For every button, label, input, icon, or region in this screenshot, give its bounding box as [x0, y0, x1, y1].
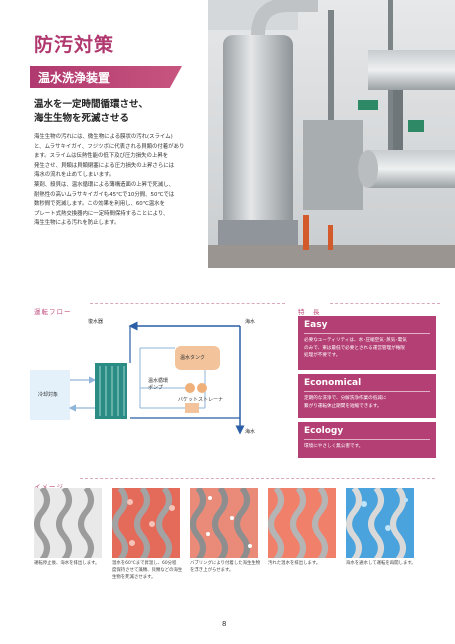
caption-line: 海水を通水して運転を再開します。 — [346, 561, 416, 566]
body-line: 海生生物による汚れを防止します。 — [34, 220, 120, 227]
caption-step-3: バブリングにより付着した海生生物 を浮き上がらせます。 — [190, 560, 262, 574]
body-line: 薬剤、殺貝は、温水循環による薄構造面の上昇で死滅し、 — [34, 181, 174, 188]
equipment-photo — [208, 0, 455, 268]
image-step-4 — [268, 488, 336, 558]
body-line: プレート式熱交換器内に一定時間保持することにより、 — [34, 210, 169, 217]
image-step-1 — [34, 488, 102, 558]
body-line: 耐熱性の高いムラサキイガイも45℃で10分間、50℃では — [34, 191, 175, 198]
feature-text: 処理が不要です。 — [304, 353, 341, 358]
feature-economical: Economical 定期的な洗浄で、分解洗浄作業の低減に 繋がり運転休止期間を… — [298, 374, 436, 418]
image-step-3 — [190, 488, 258, 558]
body-line: 発生させ、貝類は貝類閉塞による圧力損失の上昇さらには — [34, 162, 174, 169]
feature-title: Ecology — [304, 426, 344, 436]
feature-easy: Easy 必要なユーティリティは、水･圧縮空気･蒸気･電気 のみで、東は最低で必… — [298, 316, 436, 370]
divider — [90, 303, 285, 304]
body-line: と、ムラサキイガイ、フジツボに代表される貝類の付着があり — [34, 143, 185, 150]
image-label: イメージ — [34, 483, 64, 491]
hot-tank-label: 温水タンク — [180, 355, 206, 361]
body-line: 海水の流れを止めてしまいます。 — [34, 172, 115, 179]
page-number: 8 — [222, 620, 227, 628]
lead-text: 温水を一定時間循環させ、 海生生物を死滅させる — [34, 98, 204, 126]
return-water-label: 復水器 — [88, 319, 104, 325]
seawater-out-label: 海水 — [245, 429, 256, 435]
lead-line: 温水を一定時間循環させ、 — [34, 99, 149, 110]
caption-line: 生物を死滅させます。 — [112, 575, 156, 580]
caption-line: 汚れた温水を排出します。 — [268, 561, 321, 566]
flow-label: 運転フロー — [34, 308, 72, 316]
seawater-in-label: 海水 — [245, 319, 256, 325]
strainer-label: バケットストレーナ — [178, 397, 224, 403]
caption-step-5: 海水を通水して運転を再開します。 — [346, 560, 418, 567]
lead-line: 海生生物を死滅させる — [34, 113, 130, 124]
caption-step-1: 運転停止後、海水を排出します。 — [34, 560, 106, 567]
caption-step-2: 温水を60℃まで昇温し、60分程 度保持させて藻類、貝類などの海生 生物を死滅さ… — [112, 560, 184, 581]
caption-line: 度保持させて藻類、貝類などの海生 — [112, 568, 183, 573]
caption-line: を浮き上がらせます。 — [190, 568, 234, 573]
caption-line: 温水を60℃まで昇温し、60分程 — [112, 561, 177, 566]
flow-section-header: 運転フロー — [34, 299, 72, 318]
caption-line: バブリングにより付着した海生生物 — [190, 561, 261, 566]
body-text: 海生生物の汚れには、微生物による膜状の汚れ(スライム) と、ムラサキイガイ、フジ… — [34, 133, 207, 229]
cooling-target-label: 冷却対象 — [38, 392, 59, 398]
subtitle: 温水洗浄装置 — [38, 71, 111, 85]
image-step-5 — [346, 488, 414, 558]
caption-step-4: 汚れた温水を排出します。 — [268, 560, 340, 567]
feature-text: のみで、東は最低で必要とされる運営管理が権限 — [304, 345, 405, 351]
image-section-header: イメージ — [34, 474, 64, 493]
body-line: 海生生物の汚れには、微生物による膜状の汚れ(スライム) — [34, 134, 173, 140]
feature-text: 定期的な洗浄で、分解洗浄作業の低減に — [304, 396, 387, 401]
flow-diagram: 復水器 海水 海水 温水タンク 温水循環 ポンプ バケットストレーナ 冷却対象 — [30, 318, 275, 448]
feature-text: 繋がり運転休止期間を短縮できます。 — [304, 403, 382, 409]
divider — [330, 303, 440, 304]
feature-text: 環境にやさしく無公害です。 — [304, 444, 364, 449]
features-label: 特 長 — [298, 308, 321, 316]
body-line: ます。スライムは伝熱性能の低下及び圧力損失の上昇を — [34, 153, 169, 160]
feature-title: Easy — [304, 320, 328, 330]
feature-title: Economical — [304, 378, 362, 388]
image-step-2 — [112, 488, 180, 558]
feature-text: 必要なユーティリティは、水･圧縮空気･蒸気･電気 — [304, 338, 407, 343]
divider — [80, 478, 435, 479]
page-title: 防汚対策 — [34, 34, 115, 56]
features-section-header: 特 長 — [298, 299, 321, 318]
body-line: 数秒間で死滅します。この効果を利用し、60℃温水を — [34, 201, 165, 208]
caption-line: 運転停止後、海水を排出します。 — [34, 561, 100, 566]
pump-label: 温水循環 ポンプ — [148, 378, 169, 391]
subtitle-banner: 温水洗浄装置 — [30, 66, 182, 88]
feature-ecology: Ecology 環境にやさしく無公害です。 — [298, 422, 436, 458]
